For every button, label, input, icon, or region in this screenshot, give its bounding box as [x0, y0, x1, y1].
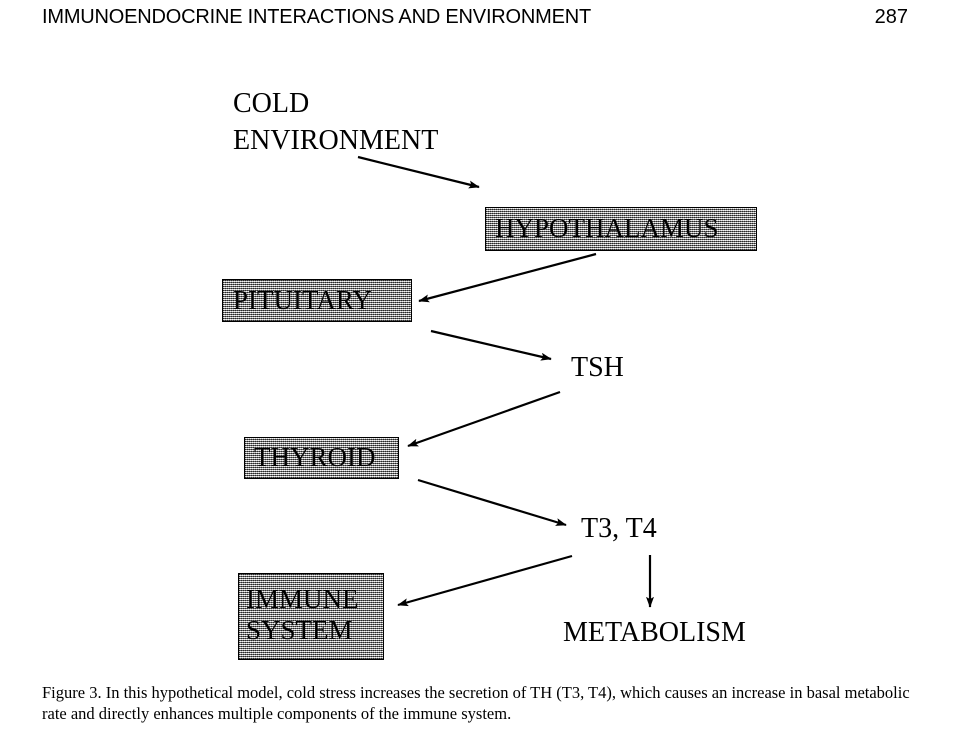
page-number: 287 — [874, 6, 908, 28]
node-pituitary-label: PITUITARY — [233, 285, 372, 315]
figure-caption: Figure 3. In this hypothetical model, co… — [42, 683, 910, 723]
node-pituitary: PITUITARY — [222, 279, 412, 322]
node-cold-environment: COLD ENVIRONMENT — [233, 88, 439, 156]
connector-layer — [357, 155, 654, 608]
node-thyroid: THYROID — [244, 437, 399, 479]
node-hypothalamus-label: HYPOTHALAMUS — [495, 213, 719, 243]
node-tsh: TSH — [571, 352, 624, 383]
node-immune-system-label: IMMUNE SYSTEM — [246, 584, 359, 645]
page-header: IMMUNOENDOCRINE INTERACTIONS AND ENVIRON… — [0, 0, 954, 40]
edge-tsh-to-thyroid — [407, 390, 561, 448]
node-metabolism: METABOLISM — [563, 617, 746, 648]
figure-diagram: COLD ENVIRONMENT HYPOTHALAMUS PITUITARY … — [0, 40, 954, 670]
edge-thyroid-to-t3t4 — [417, 478, 567, 527]
node-hypothalamus: HYPOTHALAMUS — [485, 207, 757, 251]
edge-pituitary-to-tsh — [430, 329, 552, 361]
node-immune-system: IMMUNE SYSTEM — [238, 573, 384, 660]
edge-hypothalamus-to-pituitary — [418, 252, 597, 303]
edge-t3t4-to-immune — [397, 554, 573, 607]
node-t3-t4: T3, T4 — [581, 513, 657, 544]
page-title: IMMUNOENDOCRINE INTERACTIONS AND ENVIRON… — [42, 6, 592, 28]
edge-cold-to-hypothalamus — [357, 155, 480, 189]
node-thyroid-label: THYROID — [254, 442, 376, 472]
